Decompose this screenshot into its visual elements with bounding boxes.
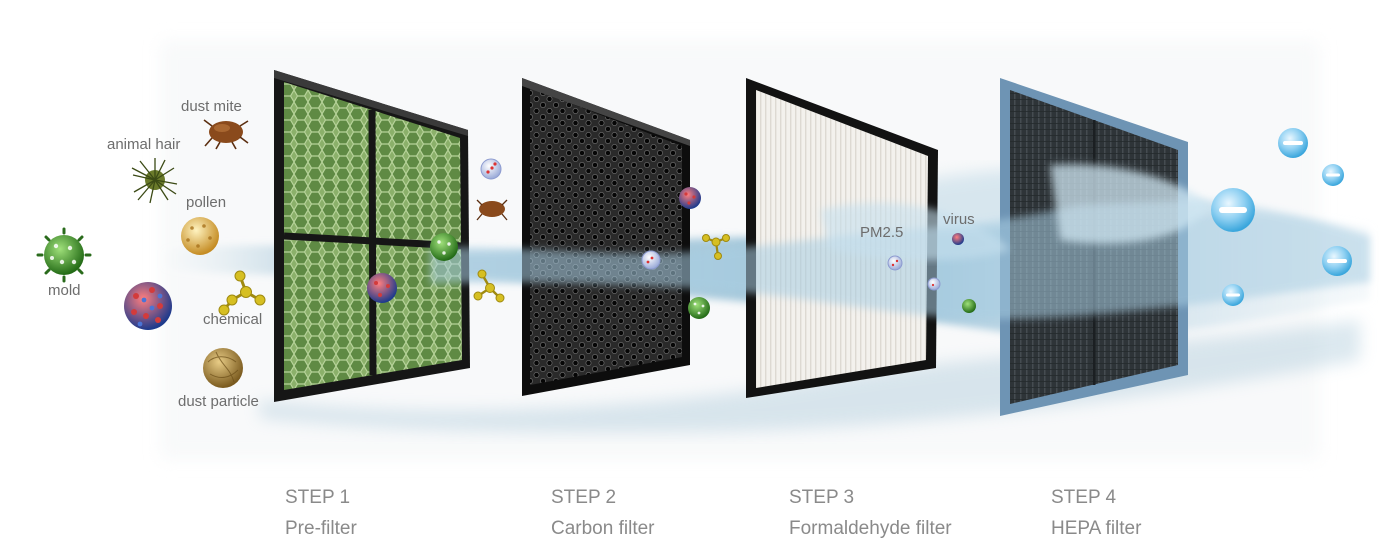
step-3-number: STEP 3 [789, 487, 855, 508]
pm25-particle-icon [480, 158, 502, 180]
step-1-name: Pre-filter [285, 518, 357, 539]
negative-ion-icon [1211, 188, 1255, 232]
step-1-number: STEP 1 [285, 487, 351, 508]
dust-particle-icon [203, 348, 243, 388]
dust-mite-icon [476, 199, 508, 221]
step-2-number: STEP 2 [551, 487, 617, 508]
mold-icon [962, 299, 976, 313]
virus-icon [679, 187, 701, 209]
step-3-caption: STEP 3 Formaldehyde filter [789, 482, 952, 544]
chemical-icon [473, 269, 505, 303]
step-2-name: Carbon filter [551, 518, 655, 539]
mold-icon [36, 227, 92, 283]
dust-mite-icon [203, 119, 249, 150]
virus-icon [124, 282, 172, 330]
pre-filter-panel [274, 70, 470, 402]
mold-label: mold [48, 282, 81, 299]
step-2-caption: STEP 2 Carbon filter [551, 482, 655, 544]
virus-icon [367, 273, 397, 303]
step-4-caption: STEP 4 HEPA filter [1051, 482, 1141, 544]
pm25-label: PM2.5 [860, 224, 904, 241]
pm25-particle-icon [887, 255, 903, 271]
negative-ion-icon [1278, 128, 1308, 158]
pm25-particle-icon [927, 277, 941, 291]
step-3-name: Formaldehyde filter [789, 518, 952, 539]
virus-label: virus [943, 211, 975, 228]
animal-hair-icon [131, 158, 178, 204]
chemical-label: chemical [203, 311, 263, 328]
chemical-icon [218, 270, 266, 316]
pm25-particle-icon [641, 250, 661, 270]
carbon-filter-panel [522, 78, 690, 396]
pollen-icon [181, 217, 219, 255]
step-1-caption: STEP 1 Pre-filter [285, 482, 357, 544]
virus-icon [952, 233, 964, 245]
negative-ion-icon [1322, 164, 1344, 186]
chemical-icon [702, 234, 730, 260]
step-4-name: HEPA filter [1051, 518, 1142, 539]
negative-ion-icon [1222, 284, 1244, 306]
step-4-number: STEP 4 [1051, 487, 1117, 508]
mold-icon [430, 233, 458, 261]
negative-ion-icon [1322, 246, 1352, 276]
dust-particle-label: dust particle [178, 393, 259, 410]
dust-mite-label: dust mite [181, 98, 242, 115]
mold-icon [688, 297, 710, 319]
pollen-label: pollen [186, 194, 227, 211]
animal-hair-label: animal hair [107, 136, 181, 153]
